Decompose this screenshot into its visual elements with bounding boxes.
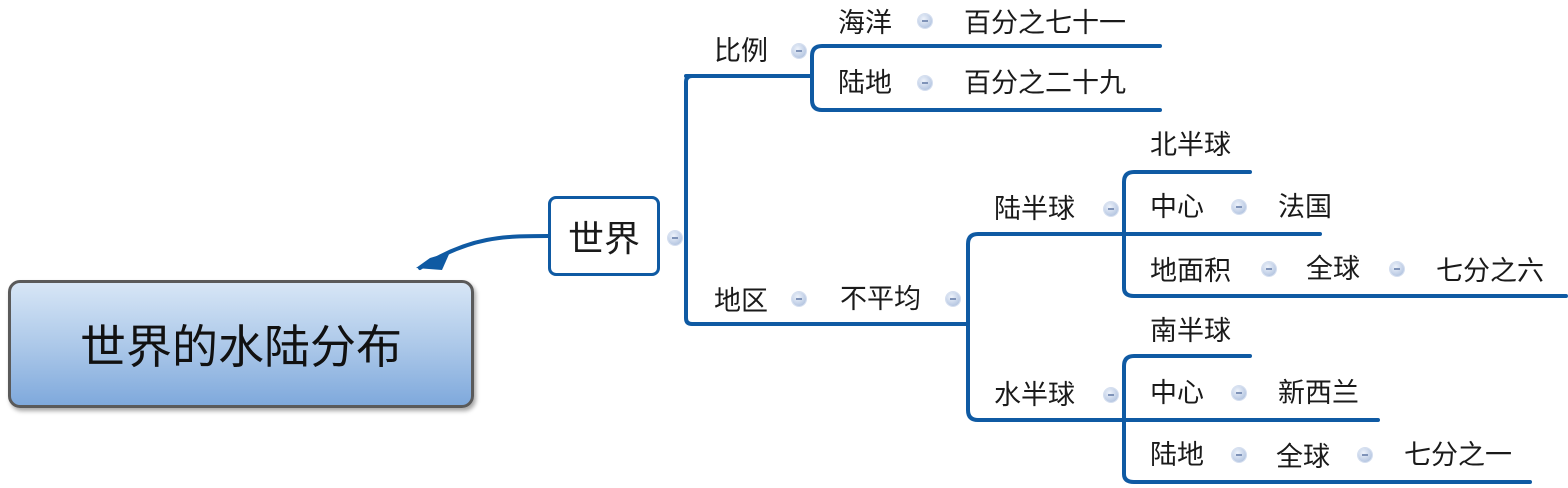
root-topic[interactable]: 世界的水陆分布 bbox=[8, 280, 474, 408]
collapse-water-land-scope-icon[interactable] bbox=[1358, 448, 1372, 462]
land-area-scope[interactable]: 全球 bbox=[1306, 254, 1360, 285]
collapse-water-center-icon[interactable] bbox=[1232, 386, 1246, 400]
south-hemisphere-label[interactable]: 南半球 bbox=[1150, 316, 1231, 347]
collapse-water-hemisphere-icon[interactable] bbox=[1104, 388, 1118, 402]
collapse-land-icon[interactable] bbox=[918, 76, 932, 90]
collapse-world-icon[interactable] bbox=[668, 231, 682, 245]
land-label[interactable]: 陆地 bbox=[838, 68, 892, 99]
root-topic-label: 世界的水陆分布 bbox=[80, 320, 402, 374]
land-hemisphere-bracket bbox=[1122, 170, 1568, 298]
collapse-region-icon[interactable] bbox=[792, 292, 806, 306]
land-center-value[interactable]: 法国 bbox=[1278, 192, 1332, 223]
world-topic[interactable]: 世界 bbox=[548, 196, 660, 276]
world-topic-label: 世界 bbox=[567, 219, 640, 260]
north-hemisphere-label[interactable]: 北半球 bbox=[1150, 130, 1231, 161]
collapse-ratio-icon[interactable] bbox=[792, 44, 806, 58]
water-hemisphere-bracket bbox=[1122, 354, 1532, 484]
water-land-value[interactable]: 七分之一 bbox=[1404, 440, 1512, 471]
water-center-value[interactable]: 新西兰 bbox=[1278, 378, 1359, 409]
collapse-ocean-icon[interactable] bbox=[918, 14, 932, 28]
collapse-water-land-icon[interactable] bbox=[1232, 448, 1246, 462]
collapse-land-center-icon[interactable] bbox=[1232, 200, 1246, 214]
ratio-label[interactable]: 比例 bbox=[714, 36, 768, 67]
root-connector-tip bbox=[416, 252, 450, 270]
ocean-label[interactable]: 海洋 bbox=[838, 8, 892, 39]
ratio-bracket bbox=[810, 44, 1162, 112]
water-center-label[interactable]: 中心 bbox=[1150, 378, 1204, 409]
collapse-land-area-scope-icon[interactable] bbox=[1390, 262, 1404, 276]
water-land-scope[interactable]: 全球 bbox=[1276, 442, 1330, 473]
region-label[interactable]: 地区 bbox=[714, 286, 768, 317]
collapse-land-hemisphere-icon[interactable] bbox=[1104, 202, 1118, 216]
land-value[interactable]: 百分之二十九 bbox=[964, 68, 1126, 99]
land-center-label[interactable]: 中心 bbox=[1150, 192, 1204, 223]
collapse-land-area-icon[interactable] bbox=[1262, 262, 1276, 276]
land-area-label[interactable]: 地面积 bbox=[1150, 256, 1231, 287]
uneven-bracket bbox=[966, 232, 1124, 422]
land-hemisphere-label[interactable]: 陆半球 bbox=[994, 194, 1075, 225]
ocean-value[interactable]: 百分之七十一 bbox=[964, 8, 1126, 39]
uneven-label[interactable]: 不平均 bbox=[840, 284, 921, 315]
land-area-value[interactable]: 七分之六 bbox=[1436, 256, 1544, 287]
collapse-uneven-icon[interactable] bbox=[946, 292, 960, 306]
water-land-label[interactable]: 陆地 bbox=[1150, 440, 1204, 471]
water-hemisphere-label[interactable]: 水半球 bbox=[994, 380, 1075, 411]
